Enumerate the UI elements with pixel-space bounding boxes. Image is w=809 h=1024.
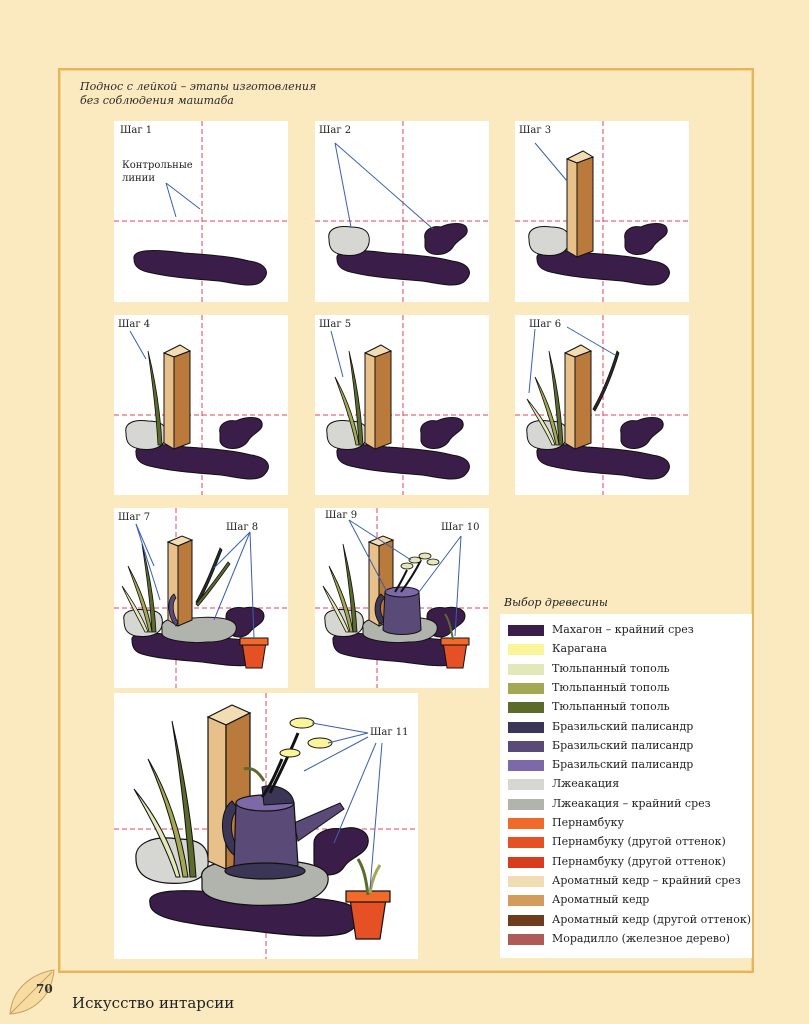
panel-step-7-8: Шаг 7 Шаг 8 [114, 508, 288, 688]
legend-label: Ароматный кедр – крайний срез [552, 873, 741, 887]
legend-label: Бразильский палисандр [552, 758, 694, 772]
panel-step-4: Шаг 4 [114, 315, 288, 495]
caption-line-1: Поднос с лейкой – этапы изготовления [80, 80, 317, 93]
panel-step-2: Шаг 2 [315, 121, 489, 302]
legend-label: Бразильский палисандр [552, 738, 694, 752]
page-number: 70 [36, 982, 53, 996]
legend-label: Ароматный кедр [552, 893, 650, 907]
figure-caption: Поднос с лейкой – этапы изготовления без… [80, 80, 316, 108]
color-swatch [508, 702, 544, 714]
color-swatch [508, 721, 544, 733]
legend-label: Пернамбуку [552, 816, 625, 829]
stem-shape [592, 350, 620, 412]
stone-shape [328, 226, 370, 256]
step-label: Шаг 2 [319, 125, 352, 136]
step-11-illustration [114, 693, 418, 959]
panel-step-3: Шаг 3 [515, 121, 689, 302]
flower-pot [239, 637, 269, 669]
grass-blade [147, 350, 163, 446]
step-label: Шаг 1 [120, 125, 153, 136]
watering-can [374, 586, 422, 635]
color-swatch [508, 779, 544, 791]
panel-step-11: Шаг 11 [114, 693, 418, 959]
legend-label: Пернамбуку (другой оттенок) [552, 854, 726, 868]
legend-label: Тюльпанный тополь [552, 680, 670, 694]
step-label: Шаг 3 [519, 125, 552, 136]
color-swatch [508, 895, 544, 907]
step-5-illustration [315, 315, 489, 495]
color-swatch [508, 740, 544, 752]
grass-blade [334, 376, 360, 446]
legend-label: Морадилло (железное дерево) [552, 931, 731, 945]
color-swatch [508, 933, 544, 945]
panel-step-1: Шаг 1 Контрольные линии [114, 121, 288, 302]
legend-label: Тюльпанный тополь [552, 700, 670, 714]
dark-shape [424, 223, 468, 255]
panel-step-9-10: Шаг 9 Шаг 10 [315, 508, 489, 688]
panel-step-6: Шаг 6 [515, 315, 689, 495]
color-swatch [508, 760, 544, 772]
step-label: Шаг 6 [529, 319, 562, 330]
step-7-8-illustration [114, 508, 288, 688]
legend-label: Лжеакация [552, 777, 620, 791]
post-shape [565, 150, 595, 258]
caption-line-2: без соблюдения маштаба [80, 94, 234, 107]
step-6-illustration [515, 315, 689, 495]
book-title: Искусство интарсии [72, 994, 235, 1012]
flower-heads [279, 717, 333, 758]
step-label: Шаг 8 [226, 522, 259, 533]
color-swatch [508, 837, 544, 849]
step-label: Шаг 7 [118, 512, 151, 523]
step-3-illustration [515, 121, 689, 302]
color-swatch [508, 644, 544, 656]
color-swatch [508, 914, 544, 926]
legend-label: Лжеакация – крайний срез [552, 796, 711, 810]
legend-label: Тюльпанный тополь [552, 661, 670, 675]
color-swatch [508, 875, 544, 887]
step-1-illustration [114, 121, 288, 302]
step-label: Шаг 5 [319, 319, 352, 330]
color-swatch [508, 818, 544, 829]
flower-heads [400, 552, 440, 570]
step-label: Шаг 10 [441, 522, 480, 533]
color-swatch [508, 856, 544, 868]
legend-label: Махагон – крайний срез [552, 623, 694, 636]
color-swatch [508, 625, 544, 636]
color-swatch [508, 682, 544, 694]
step-label: Шаг 9 [325, 510, 358, 521]
legend-label: Пернамбуку (другой оттенок) [552, 835, 726, 849]
leaf-icon [9, 969, 55, 1015]
legend-label: Бразильский палисандр [552, 719, 694, 733]
step-9-10-illustration [315, 508, 489, 688]
wood-selection-title: Выбор древесины [504, 596, 608, 609]
step-2-illustration [315, 121, 489, 302]
shadow-shape [336, 250, 470, 286]
step-label: Шаг 4 [118, 319, 151, 330]
color-swatch [508, 663, 544, 675]
color-swatch [508, 798, 544, 810]
shadow-shape [133, 250, 267, 286]
control-lines-label: Контрольные линии [122, 160, 193, 184]
step-label: Шаг 11 [370, 727, 409, 738]
panel-step-5: Шаг 5 [315, 315, 489, 495]
step-4-illustration [114, 315, 288, 495]
flower-pot [345, 890, 391, 940]
legend-label: Ароматный кедр (другой оттенок) [552, 912, 752, 926]
page-frame [58, 68, 754, 973]
legend-label: Карагана [552, 642, 607, 656]
